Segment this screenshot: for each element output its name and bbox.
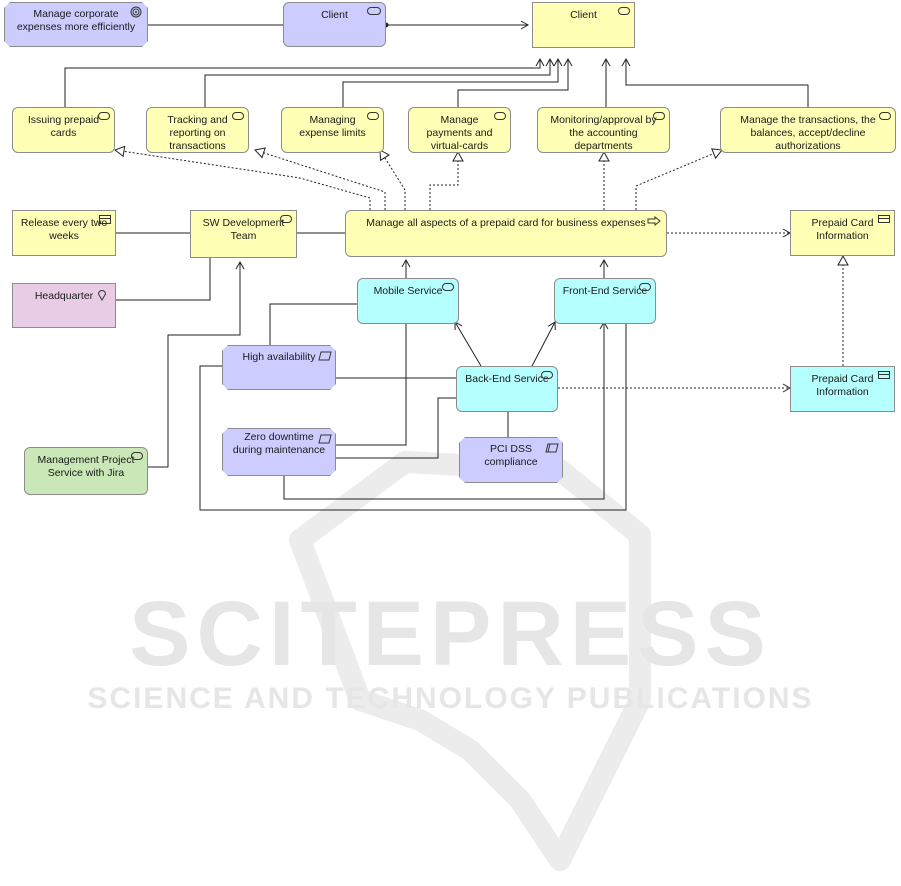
expense-limits-label: Managing expense limits [299, 114, 366, 139]
link-issuing-client [64, 57, 545, 107]
client-role-label: Client [321, 9, 348, 21]
link-mgmt-team [148, 260, 245, 468]
client-actor-node[interactable]: Client [532, 2, 635, 48]
service-icon [494, 112, 506, 120]
card-info-bottom-node[interactable]: Prepaid Card Information [790, 366, 895, 412]
link-zd-frontend [283, 320, 609, 500]
watermark-subtitle: SCIENCE AND TECHNOLOGY PUBLICATIONS [87, 682, 814, 715]
link-zd-mobile [336, 322, 407, 446]
client-role-node[interactable]: Client [283, 2, 386, 47]
link-backend-frontend [531, 321, 556, 367]
expense-limits-node[interactable]: Managing expense limits [281, 107, 384, 153]
data-object-icon [878, 371, 890, 379]
watermark-title: SCITEPRESS [129, 583, 772, 685]
management-jira-node[interactable]: Management Project Service with Jira [24, 447, 148, 495]
constraint-icon [545, 443, 559, 453]
manage-transactions-node[interactable]: Manage the transactions, the balances, a… [720, 107, 896, 153]
real-process-payments [429, 150, 464, 210]
interface-icon [618, 7, 630, 15]
tracking-reporting-node[interactable]: Tracking and reporting on transactions [146, 107, 249, 153]
payments-virtual-cards-label: Manage payments and virtual-cards [426, 114, 493, 152]
headquarter-node[interactable]: Headquarter [12, 283, 116, 328]
manage-transactions-label: Manage the transactions, the balances, a… [740, 114, 876, 152]
management-jira-label: Management Project Service with Jira [37, 454, 135, 479]
service-icon [541, 371, 553, 379]
pci-compliance-node[interactable]: PCI DSS compliance [459, 437, 563, 483]
business-object-icon [878, 215, 890, 223]
mobile-service-node[interactable]: Mobile Service [357, 278, 459, 324]
issuing-cards-node[interactable]: Issuing prepaid cards [12, 107, 115, 153]
real-process-issuing [113, 145, 371, 210]
pci-compliance-label: PCI DSS compliance [484, 443, 538, 468]
role-icon [367, 7, 381, 15]
goal-icon [130, 6, 142, 18]
service-icon [442, 283, 454, 291]
goal-label: Manage corporate expenses more efficient… [16, 8, 136, 33]
release-node[interactable]: Release every two weeks [12, 210, 116, 256]
requirement-icon [318, 351, 332, 361]
real-process-limits [379, 149, 406, 210]
requirement-icon [318, 434, 332, 444]
link-ha-frontend [199, 322, 627, 511]
headquarter-label: Headquarter [34, 290, 94, 302]
link-backend-mobile [454, 321, 482, 367]
high-availability-node[interactable]: High availability [222, 345, 336, 390]
service-icon [653, 112, 665, 120]
real-process-tracking [254, 147, 386, 210]
process-arrow-icon [647, 216, 661, 226]
link-transactions-client [621, 57, 809, 107]
link-zd-backend [336, 397, 456, 459]
tech-service-icon [131, 452, 143, 460]
service-icon [639, 283, 651, 291]
backend-service-node[interactable]: Back-End Service [456, 366, 558, 412]
location-pin-icon [97, 290, 107, 301]
sw-team-node[interactable]: SW Development Team [190, 210, 297, 258]
high-availability-label: High availability [242, 351, 316, 363]
payments-virtual-cards-node[interactable]: Manage payments and virtual-cards [408, 107, 511, 153]
link-tracking-client [204, 57, 555, 107]
client-actor-label: Client [570, 9, 597, 21]
main-process-label: Manage all aspects of a prepaid card for… [366, 217, 646, 229]
link-ha-mobile [269, 303, 357, 345]
release-label: Release every two weeks [20, 217, 108, 242]
mobile-service-label: Mobile Service [373, 285, 443, 297]
service-icon [367, 112, 379, 120]
real-process-transactions [635, 148, 723, 210]
tracking-reporting-label: Tracking and reporting on transactions [167, 114, 228, 152]
card-info-top-label: Prepaid Card Information [811, 217, 874, 242]
goal-node[interactable]: Manage corporate expenses more efficient… [4, 2, 148, 47]
card-info-top-node[interactable]: Prepaid Card Information [790, 210, 895, 256]
frontend-service-label: Front-End Service [562, 285, 648, 297]
artifact-icon [99, 215, 111, 224]
zero-downtime-label: Zero downtime during maintenance [232, 431, 326, 456]
zero-downtime-node[interactable]: Zero downtime during maintenance [222, 428, 336, 476]
link-payments-client [457, 57, 573, 107]
service-icon [879, 112, 891, 120]
card-info-bottom-label: Prepaid Card Information [811, 373, 874, 398]
issuing-cards-label: Issuing prepaid cards [27, 114, 100, 139]
link-hq-team [116, 258, 211, 301]
frontend-service-node[interactable]: Front-End Service [554, 278, 656, 324]
backend-service-label: Back-End Service [465, 373, 549, 385]
sw-team-label: SW Development Team [202, 217, 285, 242]
monitoring-approval-node[interactable]: Monitoring/approval by the accounting de… [537, 107, 670, 153]
link-limits-client [342, 57, 563, 107]
monitoring-approval-label: Monitoring/approval by the accounting de… [550, 114, 657, 152]
service-icon [98, 112, 110, 120]
main-process-node[interactable]: Manage all aspects of a prepaid card for… [345, 210, 667, 257]
service-icon [232, 112, 244, 120]
role-icon [280, 215, 292, 223]
